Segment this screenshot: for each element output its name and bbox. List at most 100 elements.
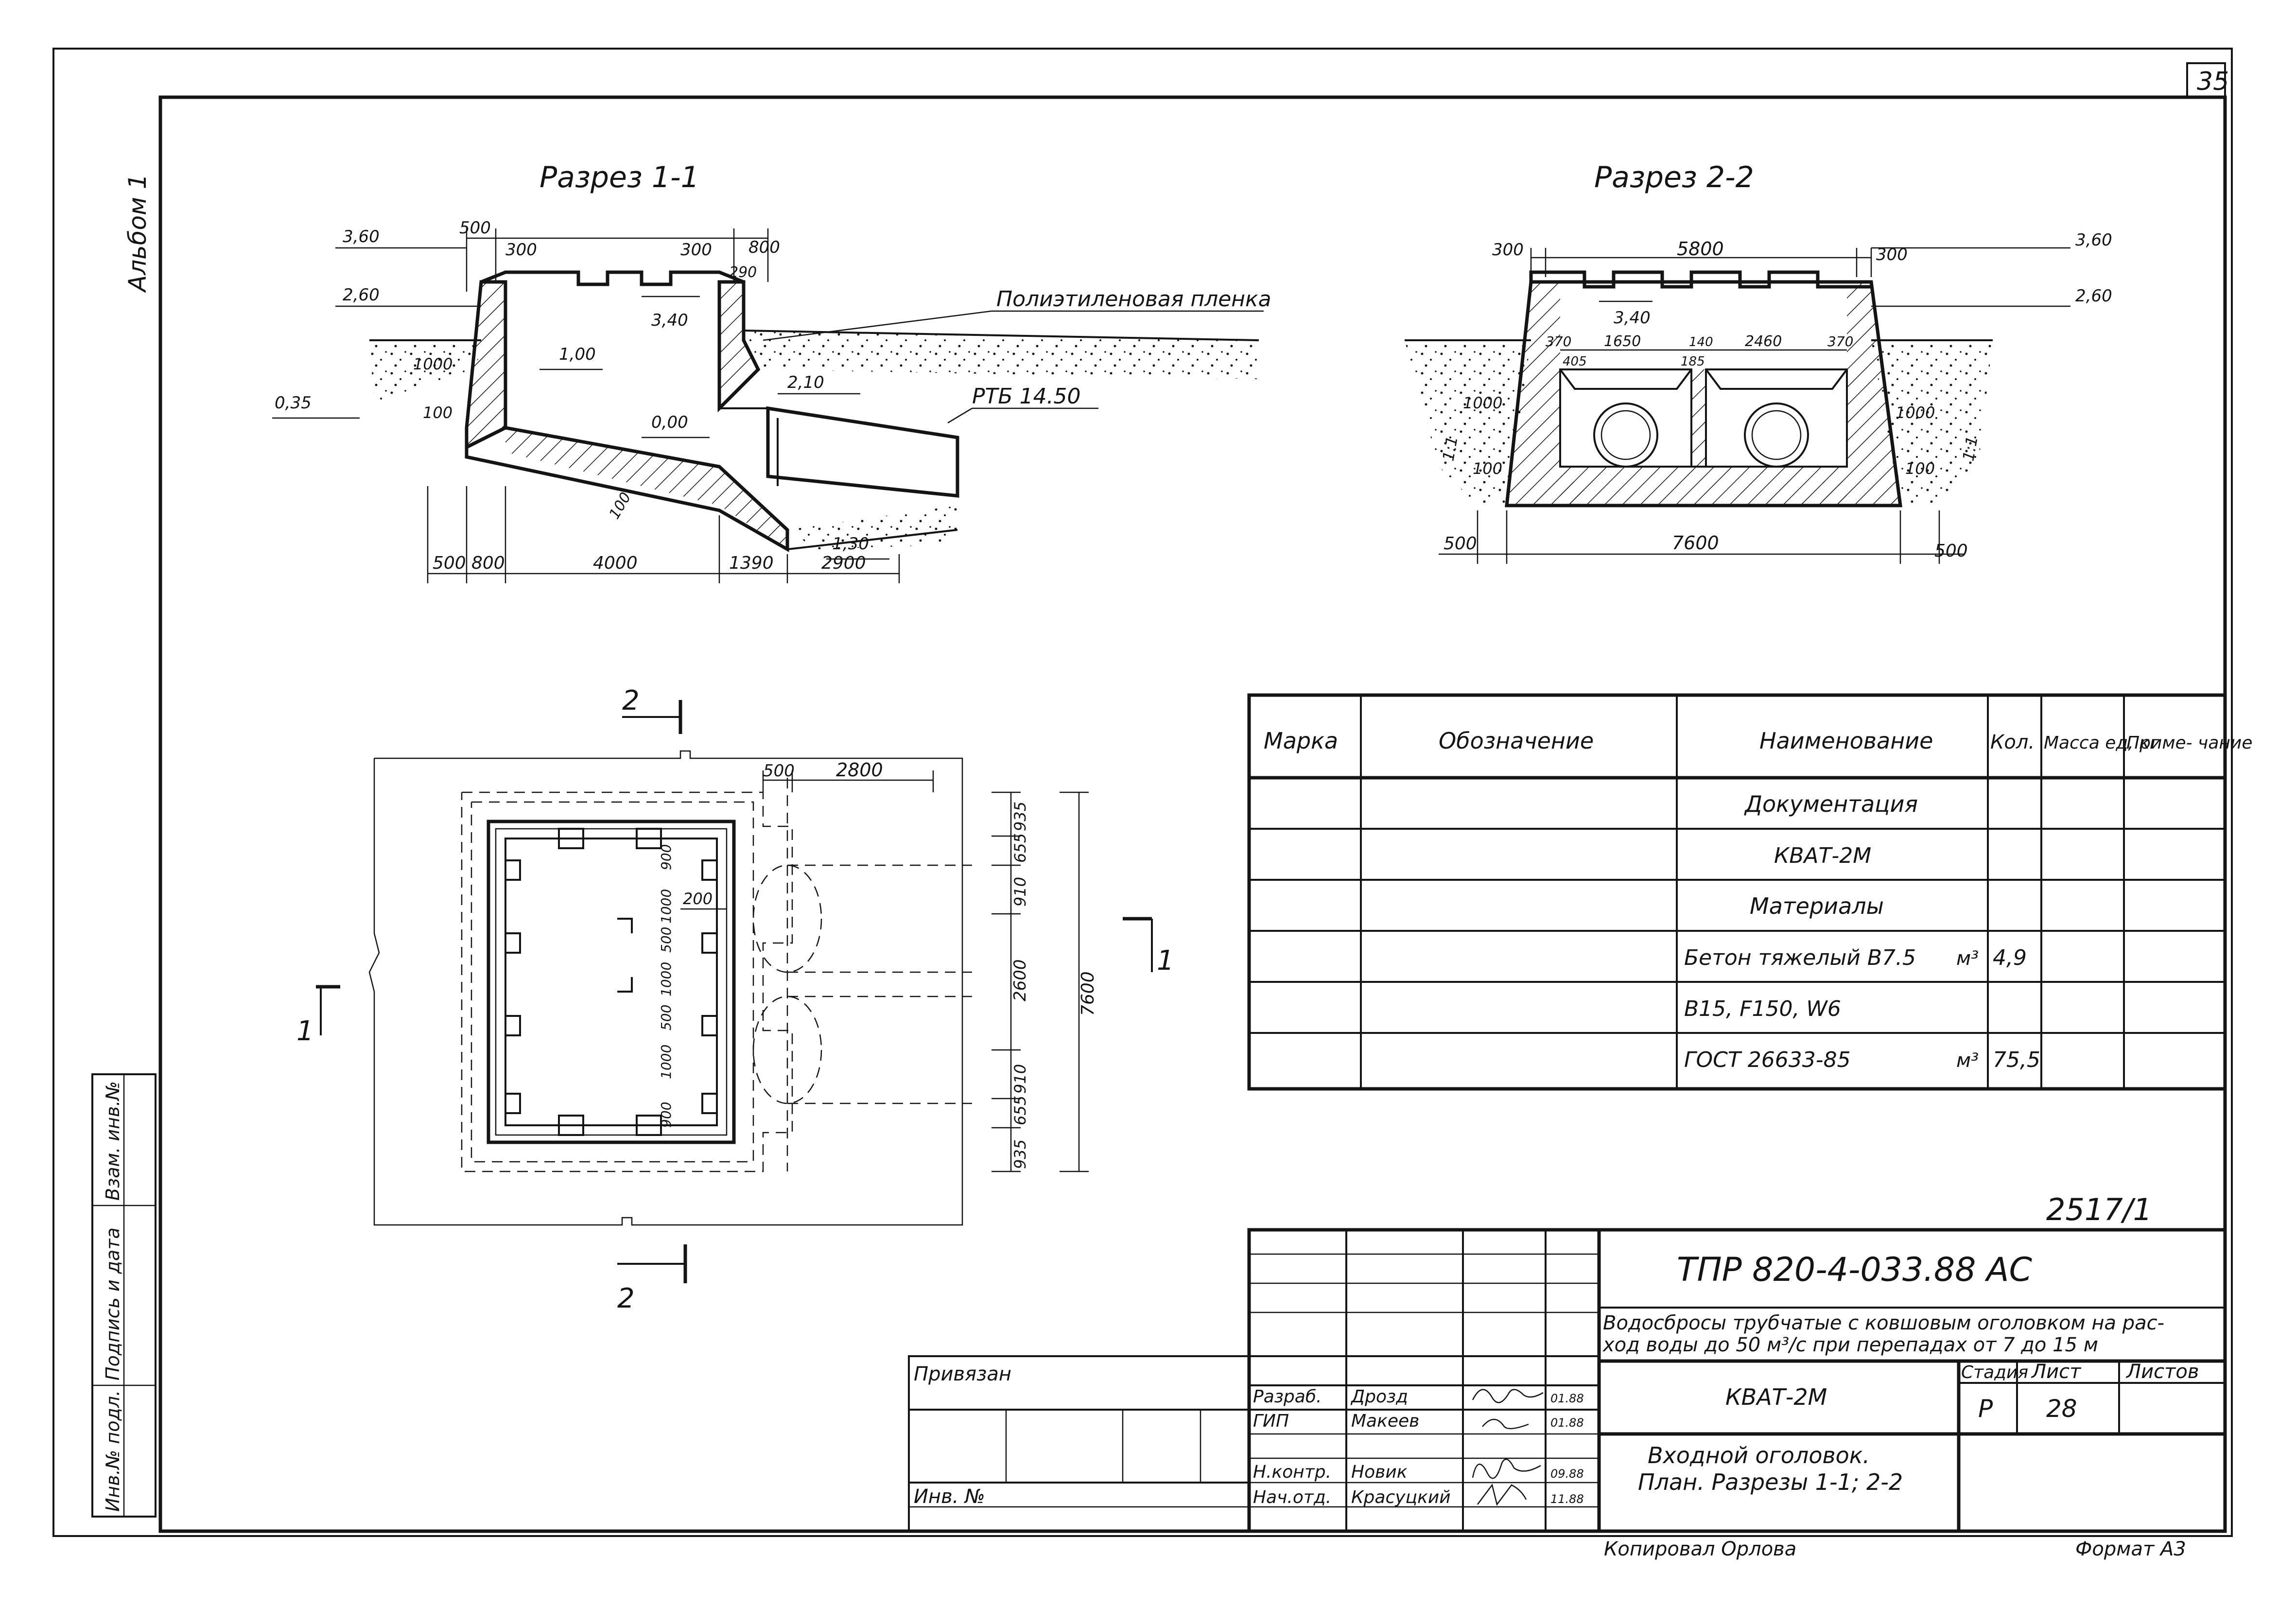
plan-inner-900-top: 900 — [658, 844, 674, 870]
plan-section-mark-2-bottom: 2 — [617, 1283, 635, 1314]
pipe-rtb — [766, 406, 959, 498]
sheet-title-line-1: Входной оголовок. — [1648, 1442, 1870, 1468]
inv-number-label: Инв. № — [914, 1485, 985, 1508]
sig-date-dept-head: 11.88 — [1550, 1492, 1584, 1506]
spec-header-designation: Обозначение — [1439, 728, 1594, 754]
s22-dim-300-left: 300 — [1492, 240, 1524, 260]
spec-header-note: Приме- чание — [2126, 733, 2252, 753]
soil-left — [369, 340, 481, 403]
plan-inner-900-bottom: 900 — [658, 1102, 674, 1128]
plan-dim-500: 500 — [763, 761, 795, 781]
sig-role-norm-control: Н.контр. — [1253, 1462, 1331, 1482]
spec-header-qty: Кол. — [1990, 731, 2035, 753]
plan-box — [487, 820, 736, 1144]
sig-name-norm-control: Новик — [1351, 1462, 1408, 1482]
plan-chain-910-top: 910 — [1011, 877, 1029, 907]
spec-row-6-name: ГОСТ 26633-85 — [1684, 1048, 1851, 1072]
s11-bot-800: 800 — [471, 553, 505, 573]
bottom-slab — [505, 428, 787, 549]
s22-inner-405: 405 — [1563, 354, 1587, 369]
plan-inner-500-a: 500 — [658, 927, 674, 953]
s22-side-100-right: 100 — [1905, 459, 1935, 478]
spec-header-mark: Марка — [1264, 728, 1338, 754]
sheets-label: Листов — [2125, 1361, 2199, 1383]
chamber-right — [1705, 368, 1848, 468]
sig-name-gip: Макеев — [1351, 1411, 1419, 1431]
spec-row-6-unit: м³ — [1956, 1049, 1979, 1072]
stage-label: Стадия — [1961, 1362, 2028, 1382]
spec-row-4-qty: 4,9 — [1993, 945, 2027, 970]
s22-inner-1650: 1650 — [1604, 333, 1641, 350]
spec-row-1-name: Документация — [1744, 791, 1918, 817]
s11-pipe-label: РТБ 14.50 — [972, 384, 1081, 409]
stamp-label-sign-date: Подпись и дата — [102, 1227, 123, 1380]
s22-inner-2460: 2460 — [1745, 333, 1782, 350]
pipe-circle-right — [1744, 402, 1809, 468]
sheet-title-line-2: План. Разрезы 1-1; 2-2 — [1638, 1469, 1903, 1495]
soil-right — [744, 331, 1259, 379]
signature-mark-4 — [1477, 1484, 1527, 1506]
s22-bot-500-left: 500 — [1444, 534, 1477, 554]
plan-chain-935-top: 935 — [1011, 802, 1029, 831]
sig-role-developer: Разраб. — [1253, 1387, 1322, 1407]
s22-side-100-left: 100 — [1473, 459, 1502, 478]
plan-inner-1000-c: 1000 — [658, 1045, 674, 1079]
s11-elev-1-00: 1,00 — [559, 345, 596, 364]
s22-dim-5800: 5800 — [1677, 238, 1724, 260]
stage-value: Р — [1978, 1395, 1993, 1423]
chamber-left — [1559, 368, 1692, 468]
project-description-line-1: Водосбросы трубчатые с ковшовым оголовко… — [1603, 1312, 2164, 1334]
plan-dim-200: 200 — [683, 890, 713, 908]
s11-dim-800: 800 — [748, 238, 780, 257]
s11-side-1000: 1000 — [413, 355, 452, 373]
section-1-1-title: Разрез 1-1 — [539, 160, 699, 194]
s11-elev-minus-1-30: -1,30 — [826, 534, 869, 554]
spec-row-6-qty: 75,5 — [1993, 1048, 2040, 1072]
plan-inner-1000-b: 1000 — [658, 962, 674, 996]
subject-label: КВАТ-2М — [1725, 1384, 1827, 1410]
plan-dim-7600: 7600 — [1078, 971, 1098, 1016]
s11-bot-2900: 2900 — [821, 553, 866, 573]
plan-chain-2600: 2600 — [1010, 959, 1030, 1001]
s11-elev-2-10: 2,10 — [787, 373, 824, 392]
plan-chain-655-bottom: 655 — [1011, 1096, 1029, 1125]
s22-side-1000-left: 1000 — [1463, 394, 1502, 412]
s22-elev-2-60: 2,60 — [2075, 286, 2112, 306]
signature-mark-3 — [1472, 1458, 1541, 1479]
wall-left — [467, 282, 505, 447]
plan-view: 1 1 2 2 500 2800 935 655 910 2600 910 — [296, 685, 1174, 1314]
s11-dim-500: 500 — [459, 218, 491, 238]
stamp-label-replace-inv: Взам. инв.№ — [102, 1081, 123, 1201]
sig-name-developer: Дрозд — [1350, 1387, 1408, 1407]
bottom-slab-2 — [1560, 467, 1847, 506]
plan-dim-2800: 2800 — [836, 759, 883, 781]
s11-side-100-a: 100 — [423, 403, 452, 422]
s22-inner-370-left: 370 — [1546, 333, 1571, 349]
plan-chain-910-bottom: 910 — [1011, 1064, 1029, 1094]
sig-date-norm-control: 09.88 — [1550, 1467, 1584, 1481]
s11-elev-3-40: 3,40 — [651, 311, 688, 330]
title-block: Привязан Инв. № Разраб. Дрозд 01.88 ГИП … — [908, 1228, 2227, 1533]
s22-inner-370-right: 370 — [1827, 333, 1853, 349]
plan-section-mark-1-left: 1 — [296, 1015, 314, 1047]
side-stamp: Инв.№ подл. Подпись и дата Взам. инв.№ — [91, 1073, 157, 1518]
spec-header-name: Наименование — [1759, 728, 1933, 754]
plan-inner-1000-a: 1000 — [658, 889, 674, 924]
plan-chain-655-top: 655 — [1011, 833, 1029, 863]
s22-elev-3-60: 3,60 — [2075, 230, 2112, 250]
s11-bot-1390: 1390 — [729, 553, 774, 573]
s11-film-label: Полиэтиленовая пленка — [996, 287, 1271, 312]
plan-inner-500-b: 500 — [658, 1005, 674, 1031]
s11-elev-0-35: 0,35 — [275, 393, 312, 413]
s22-inner-185: 185 — [1681, 354, 1705, 369]
s22-bot-7600: 7600 — [1672, 532, 1719, 554]
s11-dim-300-left: 300 — [505, 240, 537, 260]
s11-dim-300-right: 300 — [680, 240, 712, 260]
album-label: Альбом 1 — [123, 174, 152, 293]
copied-by: Копировал Орлова — [1604, 1538, 1796, 1560]
s22-slope-right: 1:1 — [1959, 435, 1981, 462]
sheet-label: Лист — [2031, 1361, 2082, 1383]
project-description-line-2: ход воды до 50 м³/с при перепадах от 7 д… — [1602, 1334, 2098, 1356]
soil-under-pipe — [787, 506, 957, 549]
format-label: Формат А3 — [2075, 1538, 2186, 1560]
